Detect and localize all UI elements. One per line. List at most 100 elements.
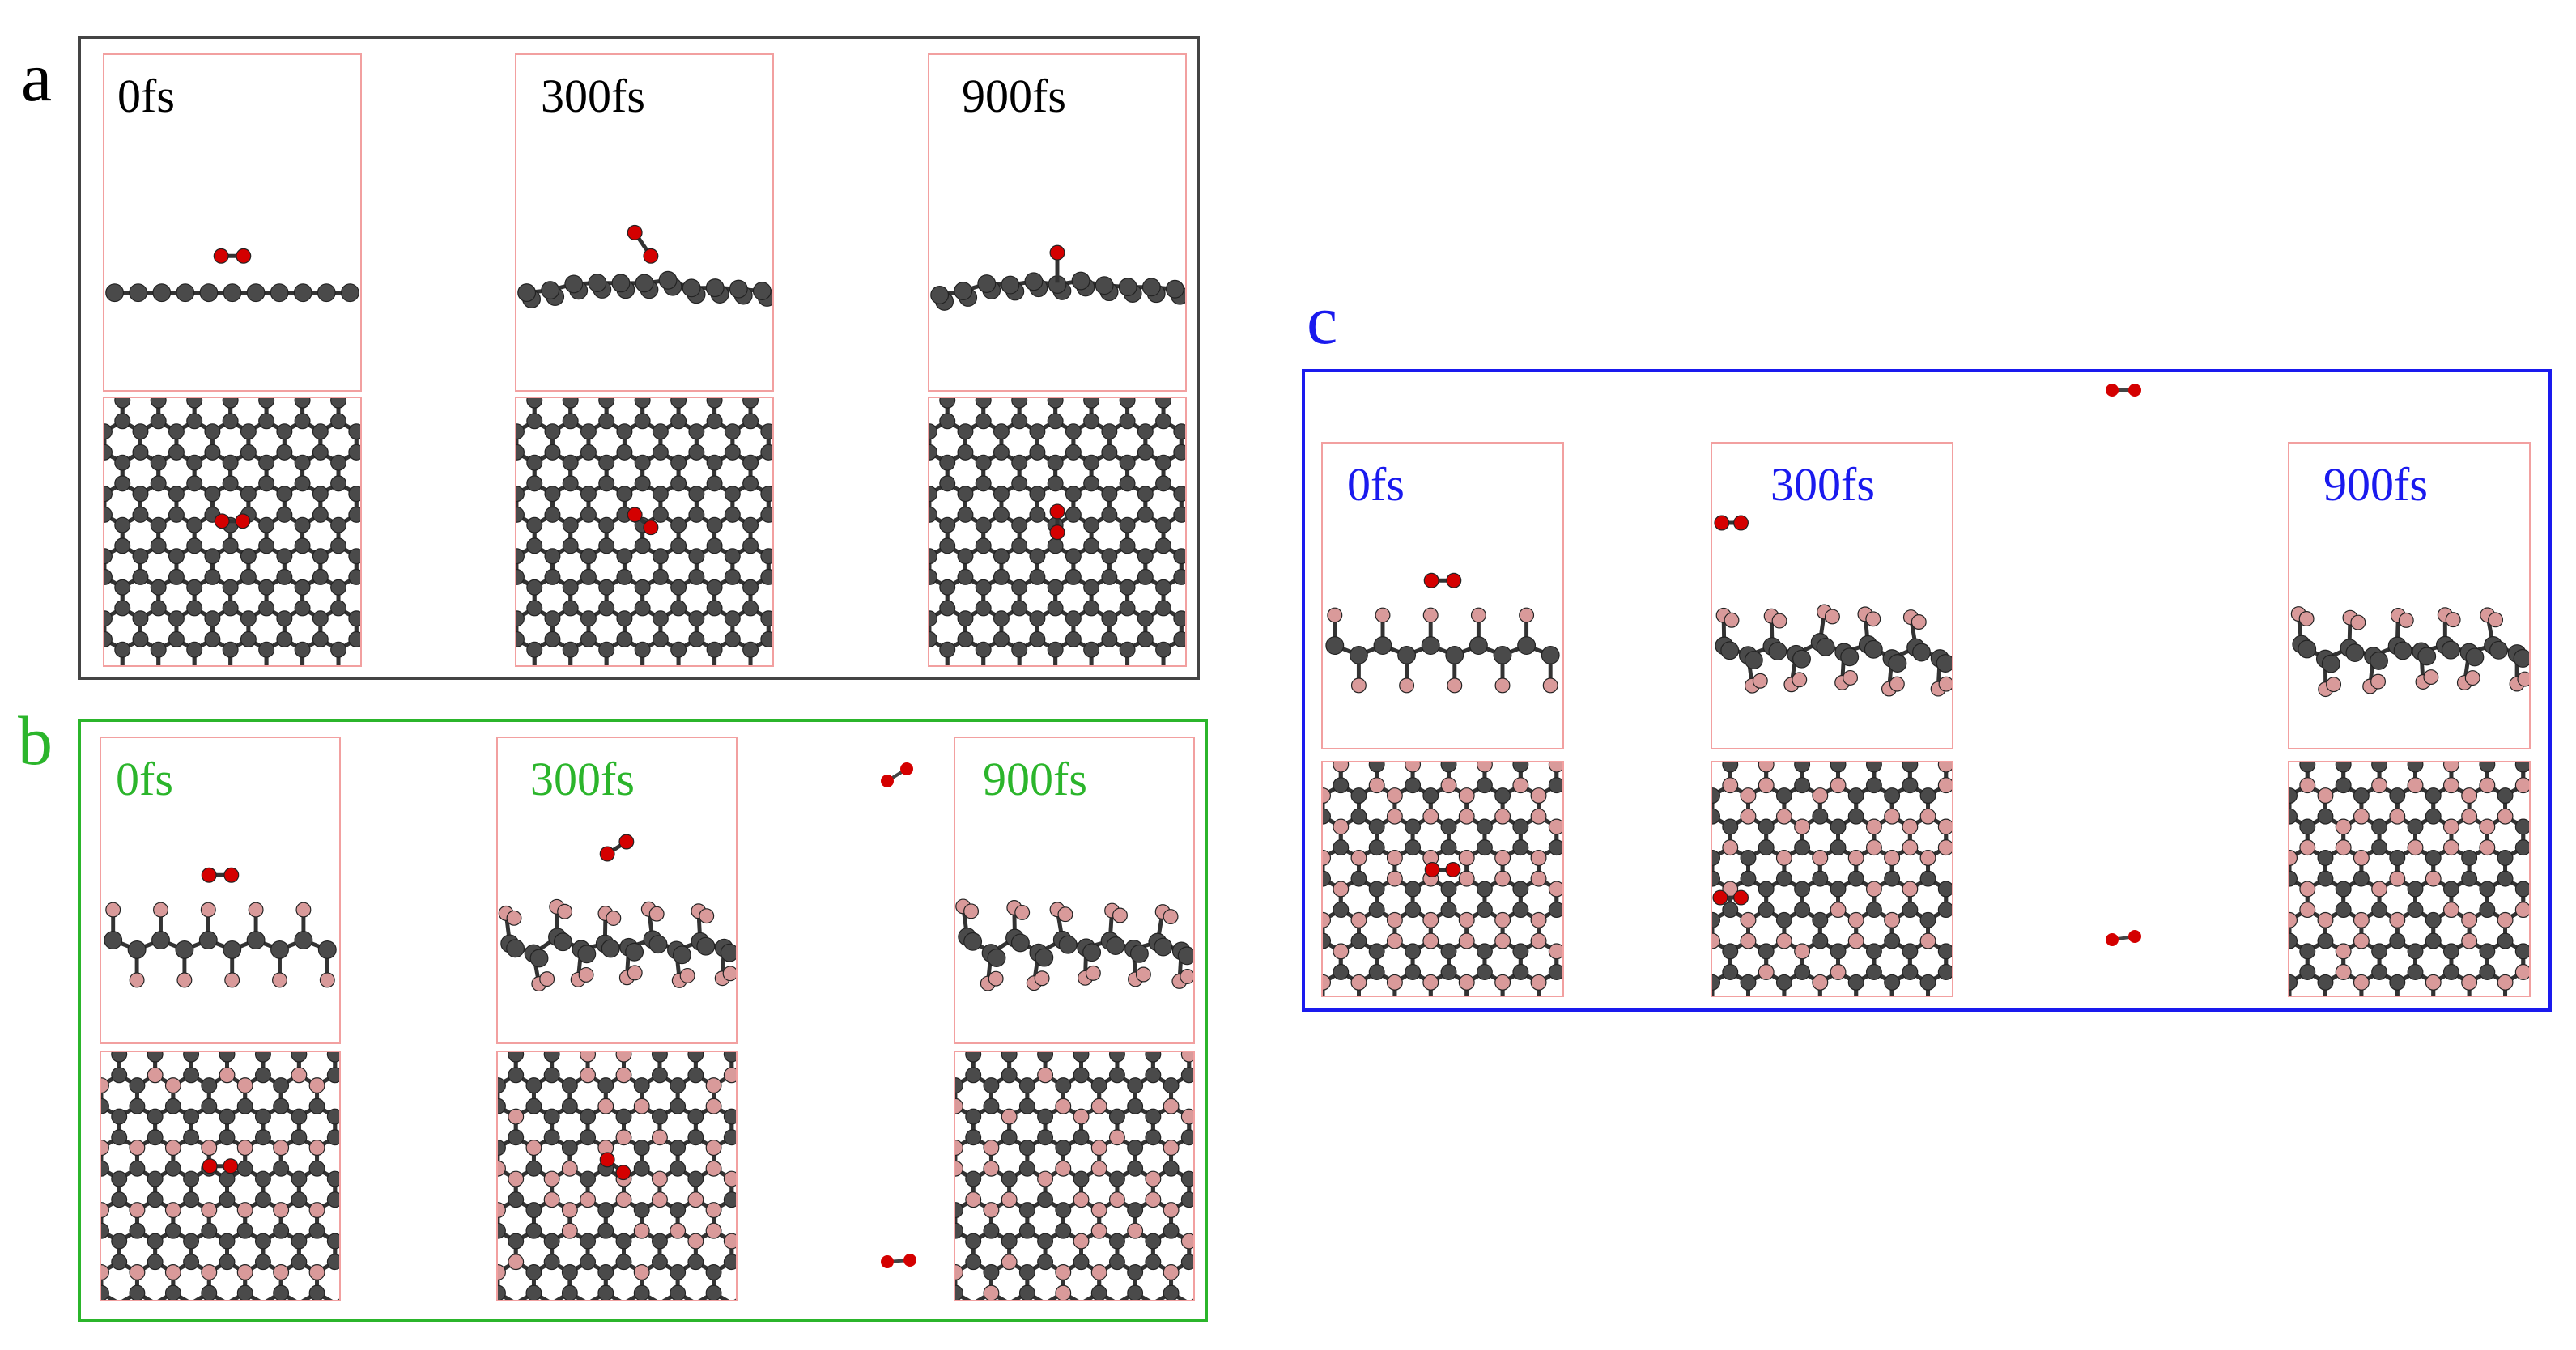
hydrogen-atom — [1180, 1108, 1193, 1125]
carbon-atom — [168, 630, 185, 647]
carbon-atom — [1155, 475, 1172, 492]
carbon-atom — [1101, 568, 1118, 585]
hydrogen-atom — [983, 1202, 1000, 1218]
carbon-atom — [294, 579, 311, 596]
carbon-atom — [1047, 579, 1064, 596]
carbon-atom — [498, 1222, 506, 1239]
carbon-atom — [2514, 943, 2529, 960]
carbon-atom — [2317, 974, 2334, 991]
carbon-atom — [129, 283, 148, 303]
carbon-atom — [1902, 943, 1919, 960]
carbon-atom — [1047, 413, 1064, 430]
carbon-atom — [1405, 818, 1422, 835]
carbon-atom — [326, 1108, 339, 1125]
carbon-atom — [168, 506, 185, 523]
carbon-atom — [1548, 777, 1562, 794]
carbon-atom — [706, 454, 723, 471]
carbon-atom — [965, 1052, 982, 1063]
carbon-atom — [312, 423, 329, 440]
carbon-atom — [2289, 974, 2298, 991]
hydrogen-atom — [723, 1170, 736, 1187]
carbon-atom — [1108, 1108, 1125, 1125]
carbon-atom — [1919, 870, 1936, 887]
hydrogen-atom — [1386, 870, 1403, 887]
carbon-atom — [544, 630, 561, 647]
hydrogen-atom — [1530, 788, 1547, 804]
carbon-atom — [724, 630, 741, 647]
carbon-atom — [1137, 486, 1154, 503]
carbon-atom — [963, 932, 983, 951]
oxygen-atom — [1049, 503, 1065, 520]
carbon-atom — [670, 454, 687, 471]
carbon-atom — [957, 610, 974, 627]
carbon-atom — [651, 1052, 668, 1063]
carbon-atom — [1024, 272, 1044, 291]
carbon-atom — [1758, 902, 1775, 919]
hydrogen-atom — [1422, 974, 1439, 991]
carbon-atom — [598, 600, 615, 617]
hydrogen-atom — [1014, 904, 1031, 920]
hydrogen-atom — [1350, 849, 1367, 866]
hydrogen-atom — [1440, 777, 1457, 794]
panel-a-side-0fs: 0fs — [103, 53, 362, 392]
carbon-atom — [2389, 849, 2406, 866]
hydrogen-atom — [129, 1264, 146, 1280]
hydrogen-atom — [2497, 808, 2514, 825]
hydrogen-atom — [2353, 974, 2370, 991]
hydrogen-atom — [1057, 906, 1073, 923]
hydrogen-atom — [1740, 808, 1757, 825]
carbon-atom — [544, 506, 561, 523]
carbon-atom — [1794, 964, 1811, 980]
carbon-atom — [561, 1097, 578, 1114]
carbon-atom — [1071, 271, 1090, 291]
carbon-atom — [1493, 645, 1512, 664]
hydrogen-atom — [965, 1191, 982, 1208]
carbon-atom — [326, 1170, 339, 1187]
hydrogen-atom — [1775, 932, 1792, 949]
carbon-atom — [965, 1170, 982, 1187]
carbon-atom — [1794, 762, 1811, 773]
graphene-top-view — [104, 398, 360, 665]
carbon-atom — [633, 1140, 650, 1157]
carbon-atom — [1847, 870, 1864, 887]
carbon-atom — [993, 548, 1010, 565]
carbon-atom — [1011, 641, 1028, 658]
hydrogen-atom — [2389, 808, 2406, 825]
carbon-atom — [2514, 881, 2529, 898]
carbon-atom — [1712, 911, 1721, 928]
hydrogen-atom — [2479, 839, 2496, 856]
carbon-atom — [276, 423, 293, 440]
carbon-atom — [1350, 808, 1367, 825]
carbon-atom — [561, 1284, 578, 1300]
carbon-atom — [183, 1129, 200, 1146]
carbon-atom — [580, 610, 597, 627]
carbon-atom — [993, 630, 1010, 647]
hydrogen-atom — [722, 966, 736, 982]
hydrogen-atom — [1127, 1222, 1144, 1239]
carbon-atom — [1775, 788, 1792, 804]
carbon-atom — [1548, 964, 1562, 980]
hydrogen-atom — [1350, 911, 1367, 928]
panel-b-frame — [78, 719, 1208, 1322]
carbon-atom — [670, 413, 687, 430]
carbon-atom — [525, 1097, 542, 1114]
carbon-atom — [957, 423, 974, 440]
carbon-atom — [308, 1284, 325, 1300]
carbon-atom — [562, 600, 579, 617]
carbon-atom — [183, 1254, 200, 1271]
carbon-atom — [1095, 276, 1114, 295]
carbon-atom — [2289, 870, 2298, 887]
hydrogen-atom — [1775, 849, 1792, 866]
carbon-atom — [1368, 964, 1385, 980]
carbon-atom — [291, 1233, 308, 1250]
carbon-atom — [929, 630, 937, 647]
carbon-atom — [670, 600, 687, 617]
hydrogen-atom — [1542, 677, 1558, 694]
carbon-atom — [1145, 1108, 1162, 1125]
carbon-atom — [1029, 630, 1046, 647]
hydrogen-atom — [687, 1191, 704, 1208]
carbon-atom — [633, 1202, 650, 1218]
carbon-atom — [1029, 423, 1046, 440]
carbon-atom — [2442, 964, 2459, 980]
carbon-atom — [2407, 943, 2424, 960]
